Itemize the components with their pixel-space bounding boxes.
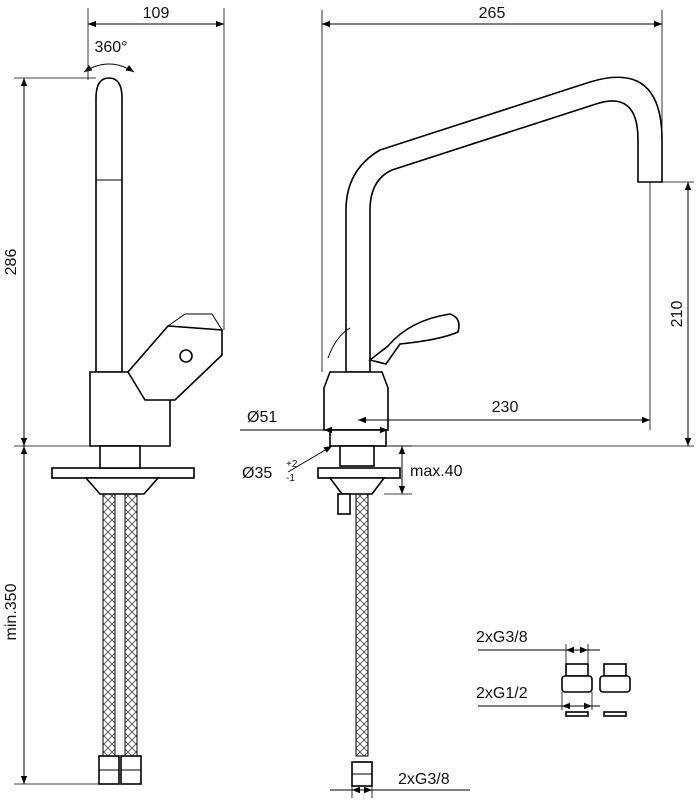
conn-g38-bottom-label: 2xG3/8 xyxy=(398,771,450,788)
conn-g38-upper-label: 2xG3/8 xyxy=(476,629,528,646)
dim-265: 265 xyxy=(321,5,663,372)
dim-265-label: 265 xyxy=(479,5,506,22)
dim-max40-label: max.40 xyxy=(410,463,463,480)
dim-diameter-35-tol-minus: -1 xyxy=(286,473,295,484)
dim-rotation: 360° xyxy=(83,39,135,73)
dim-max40: max.40 xyxy=(374,445,463,495)
front-spout xyxy=(345,76,663,373)
dim-109-label: 109 xyxy=(143,5,170,22)
side-spout xyxy=(95,77,123,373)
front-body xyxy=(323,371,389,431)
connector-left-top xyxy=(565,663,589,677)
dim-230: 230 xyxy=(358,182,651,430)
connector-right-top xyxy=(603,663,627,677)
dim-286-label: 286 xyxy=(3,249,20,276)
side-view xyxy=(51,77,223,785)
front-hose xyxy=(355,493,369,757)
dim-210: 210 xyxy=(388,181,694,447)
dim-diameter-35: Ø35 +2 -1 xyxy=(242,445,333,484)
dim-diameter-35-label: Ø35 xyxy=(242,465,272,482)
dim-min350-label: min.350 xyxy=(3,583,20,640)
dim-286: 286 xyxy=(3,77,96,447)
rotation-label: 360° xyxy=(94,39,127,56)
connector-detail: 2xG3/8 2xG1/2 xyxy=(476,629,631,717)
side-lever-button xyxy=(179,349,193,363)
conn-g12-label: 2xG1/2 xyxy=(476,685,528,702)
dim-diameter-35-tol-plus: +2 xyxy=(286,459,298,470)
side-base-plate xyxy=(51,467,195,479)
side-lever xyxy=(127,325,223,401)
connector-left-bottom xyxy=(561,675,593,693)
side-hose-left xyxy=(102,493,116,757)
dim-min350: min.350 xyxy=(3,446,99,785)
dim-230-label: 230 xyxy=(492,399,519,416)
dim-210-label: 210 xyxy=(669,301,686,328)
front-lever xyxy=(368,313,460,365)
dim-g38-bottom: 2xG3/8 xyxy=(330,771,470,798)
connector-right-bottom xyxy=(599,675,631,693)
front-base-plate xyxy=(317,467,401,479)
dim-diameter-51-label: Ø51 xyxy=(247,409,277,426)
front-view xyxy=(317,76,663,787)
dim-diameter-51: Ø51 xyxy=(240,409,388,434)
side-hose-right xyxy=(124,493,138,757)
